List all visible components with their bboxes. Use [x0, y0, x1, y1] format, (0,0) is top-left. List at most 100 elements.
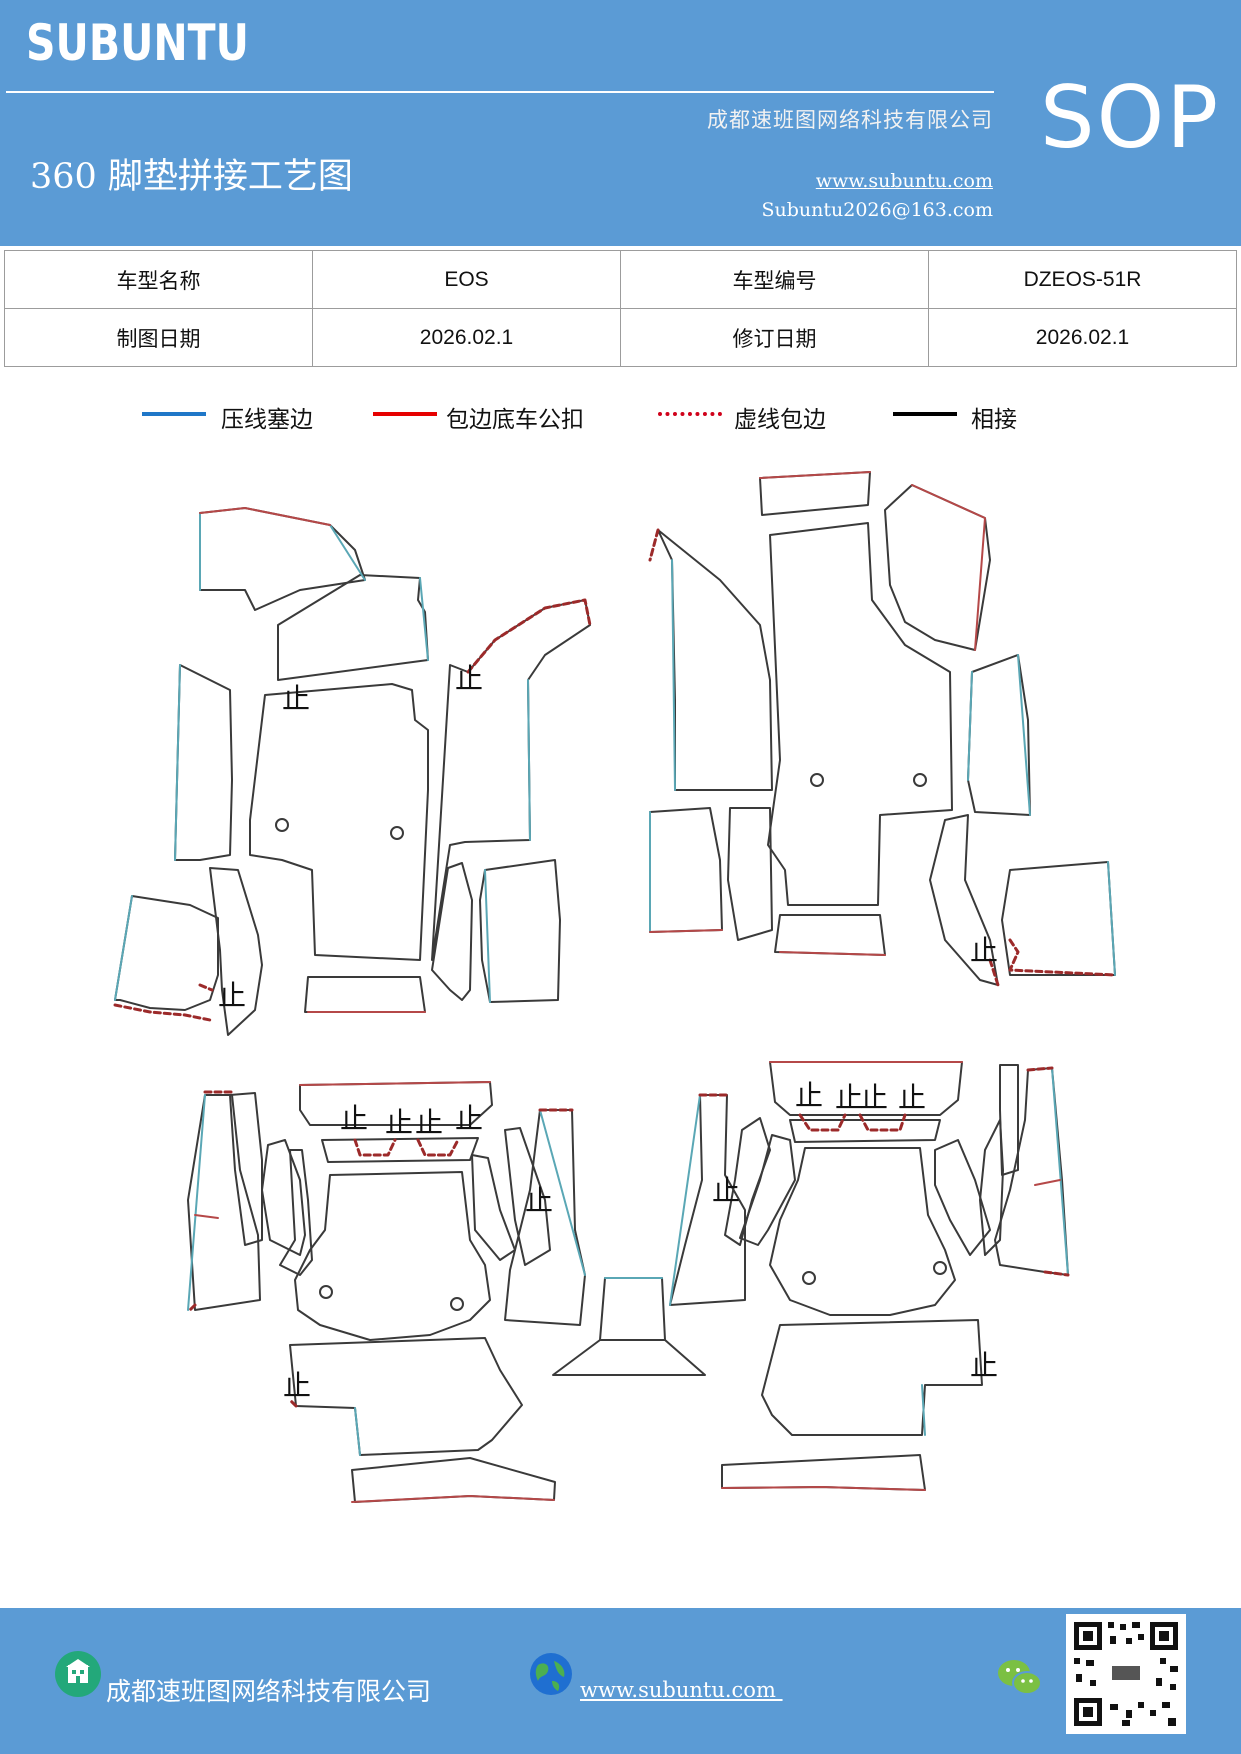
mat-piece: [304, 976, 426, 1013]
legend-swatch-black: [893, 412, 957, 416]
vehicle-info-table: 车型名称 EOS 车型编号 DZEOS-51R 制图日期 2026.02.1 修…: [4, 250, 1237, 367]
mat-piece: [504, 1127, 551, 1266]
mat-piece: [277, 574, 429, 681]
mat-piece: [229, 1092, 263, 1246]
footer-website-link[interactable]: www.subuntu.com: [580, 1678, 783, 1702]
hole-marker: [913, 773, 927, 787]
mat-piece: [431, 862, 473, 1001]
header-divider: [6, 91, 994, 93]
mat-piece: [199, 507, 366, 611]
hole-marker: [933, 1261, 947, 1275]
wechat-icon: [996, 1656, 1044, 1700]
mat-piece: [999, 1064, 1019, 1176]
revision-date-value: 2026.02.1: [928, 308, 1237, 367]
mat-piece: [552, 1277, 706, 1376]
stop-mark: 止: [525, 1184, 553, 1217]
mat-piece: [261, 1139, 306, 1256]
mat-piece: [351, 1457, 556, 1503]
mat-piece: [114, 895, 219, 1011]
stop-mark: 止: [795, 1079, 823, 1112]
mat-piece: [431, 599, 591, 961]
stop-mark: 止: [282, 682, 310, 715]
stop-mark: 止: [283, 1369, 311, 1402]
stop-mark: 止: [218, 979, 246, 1012]
stop-marks: 止 止 止 止 止 止 止 止 止 止 止 止 止 止 止 止: [218, 662, 998, 1402]
globe-icon: [528, 1651, 574, 1697]
mat-piece: [649, 807, 723, 933]
qr-code: [1066, 1614, 1186, 1734]
drawing-date-label: 制图日期: [4, 308, 313, 367]
website-link[interactable]: www.subuntu.com: [815, 170, 993, 192]
legend-swatch-dashed-red: [658, 412, 722, 416]
hole-marker: [810, 773, 824, 787]
page-title: 360 脚垫拼接工艺图: [30, 157, 353, 197]
model-code-value: DZEOS-51R: [928, 250, 1237, 309]
stop-mark: 止: [970, 934, 998, 967]
legend-label: 虚线包边: [734, 407, 826, 433]
legend-label: 压线塞边: [221, 407, 313, 433]
page-header: SUBUNTU 成都速班图网络科技有限公司 360 脚垫拼接工艺图 www.su…: [0, 0, 1241, 246]
dashed-binding-edges: [113, 528, 1117, 1408]
mat-piece: [727, 807, 773, 941]
legend-swatch-red: [373, 412, 437, 416]
mat-piece: [789, 1119, 941, 1143]
mat-piece: [289, 1337, 523, 1456]
email-address: Subuntu2026@163.com: [761, 199, 993, 221]
stop-mark: 止: [455, 662, 483, 695]
legend-label: 相接: [971, 407, 1017, 433]
mat-piece: [739, 1134, 796, 1246]
mat-piece: [1001, 861, 1116, 976]
stop-mark: 止: [898, 1081, 926, 1114]
hole-marker: [450, 1297, 464, 1311]
mat-piece: [934, 1139, 991, 1256]
stop-mark: 止: [455, 1102, 483, 1135]
mat-piece: [504, 1109, 586, 1326]
brand-logo: SUBUNTU: [26, 14, 249, 72]
stop-mark: 止: [970, 1349, 998, 1382]
footer-company-name: 成都速班图网络科技有限公司: [106, 1677, 432, 1706]
mat-piece: [721, 1454, 926, 1491]
hole-marker: [390, 826, 404, 840]
floor-mat-diagram: 止 止 止 止 止 止 止 止 止 止 止 止 止 止 止 止: [113, 471, 1117, 1503]
mat-piece: [174, 664, 233, 861]
mat-piece: [884, 484, 991, 651]
mounting-holes: [275, 773, 947, 1311]
stop-mark: 止: [860, 1081, 888, 1114]
mat-piece: [774, 914, 886, 956]
hole-marker: [275, 818, 289, 832]
hole-marker: [319, 1285, 333, 1299]
mat-piece: [979, 1119, 1004, 1256]
mat-piece: [209, 867, 263, 1036]
page-footer: 成都速班图网络科技有限公司 www.subuntu.com: [0, 1608, 1241, 1754]
binding-edges: [194, 471, 1061, 1503]
hole-marker: [802, 1271, 816, 1285]
stop-mark: 止: [835, 1081, 863, 1114]
mat-piece: [994, 1067, 1069, 1276]
revision-date-label: 修订日期: [620, 308, 929, 367]
table-row: 车型名称 EOS 车型编号 DZEOS-51R: [4, 250, 1237, 309]
mat-piece: [321, 1137, 479, 1163]
mat-piece: [669, 1094, 746, 1306]
press-line-edges: [114, 512, 1116, 1456]
stop-mark: 止: [340, 1102, 368, 1135]
drawing-date-value: 2026.02.1: [312, 308, 621, 367]
table-row: 制图日期 2026.02.1 修订日期 2026.02.1: [4, 308, 1237, 367]
mat-piece: [187, 1094, 261, 1311]
stop-mark: 止: [385, 1106, 413, 1139]
sop-badge: SOP: [1040, 68, 1221, 168]
legend-label: 包边底车公扣: [446, 407, 584, 433]
mat-piece: [249, 683, 429, 961]
model-name-value: EOS: [312, 250, 621, 309]
stop-mark: 止: [712, 1174, 740, 1207]
mat-piece: [279, 1149, 313, 1276]
mat-piece: [761, 1319, 983, 1436]
company-name: 成都速班图网络科技有限公司: [707, 108, 993, 132]
model-name-label: 车型名称: [4, 250, 313, 309]
mat-piece: [767, 522, 953, 906]
legend-swatch-blue: [142, 412, 206, 416]
model-code-label: 车型编号: [620, 250, 929, 309]
building-icon: [55, 1651, 101, 1697]
mat-piece: [759, 471, 871, 516]
mat-piece: [294, 1171, 491, 1341]
mat-piece: [769, 1147, 956, 1316]
